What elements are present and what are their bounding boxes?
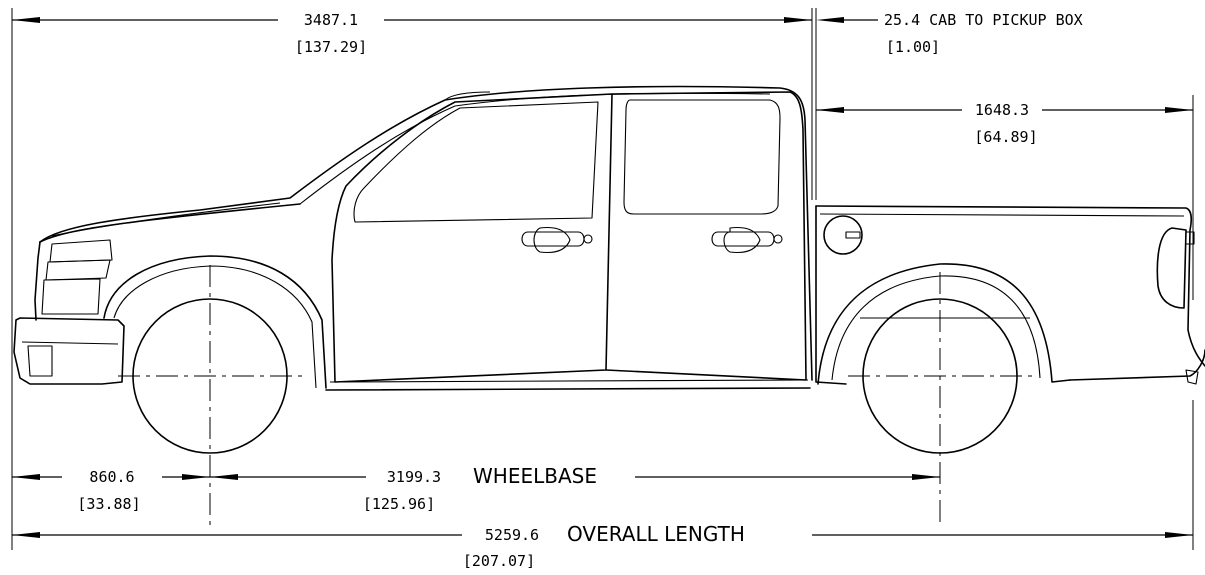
box-length-imperial: [64.89] [974,128,1037,146]
overall-length-dimension: 5259.6 OVERALL LENGTH [207.07] [12,522,1193,570]
cab-to-box-label: 25.4 CAB TO PICKUP BOX [884,11,1083,29]
cab-length-value: 3487.1 [304,11,358,29]
front-overhang-value: 860.6 [89,468,134,486]
overall-length-imperial: [207.07] [463,552,535,570]
fuel-cap [823,215,863,255]
box-length-dimension: 1648.3 [64.89] [816,101,1193,146]
cab-to-box-imperial: [1.00] [886,38,940,56]
front-overhang-dimension: 860.6 [33.88] [12,468,210,513]
cab-to-box-dimension: 25.4 CAB TO PICKUP BOX [1.00] [816,11,1083,56]
box-length-value: 1648.3 [975,101,1029,119]
overall-length-value: 5259.6 [485,526,539,544]
rear-door-handle [711,231,775,247]
cab-length-imperial: [137.29] [295,38,367,56]
wheelbase-value: 3199.3 [387,468,441,486]
cab-length-dimension: 3487.1 [137.29] [12,11,812,56]
wheelbase-label: WHEELBASE [473,464,597,488]
front-door-handle [521,231,585,247]
wheelbase-dimension: 3199.3 WHEELBASE [125.96] [210,464,940,513]
front-wheel [118,265,302,525]
extension-lines [11,8,1194,550]
front-overhang-imperial: [33.88] [77,495,140,513]
wheelbase-imperial: [125.96] [363,495,435,513]
overall-length-label: OVERALL LENGTH [567,522,745,546]
rear-wheel [848,272,1032,525]
